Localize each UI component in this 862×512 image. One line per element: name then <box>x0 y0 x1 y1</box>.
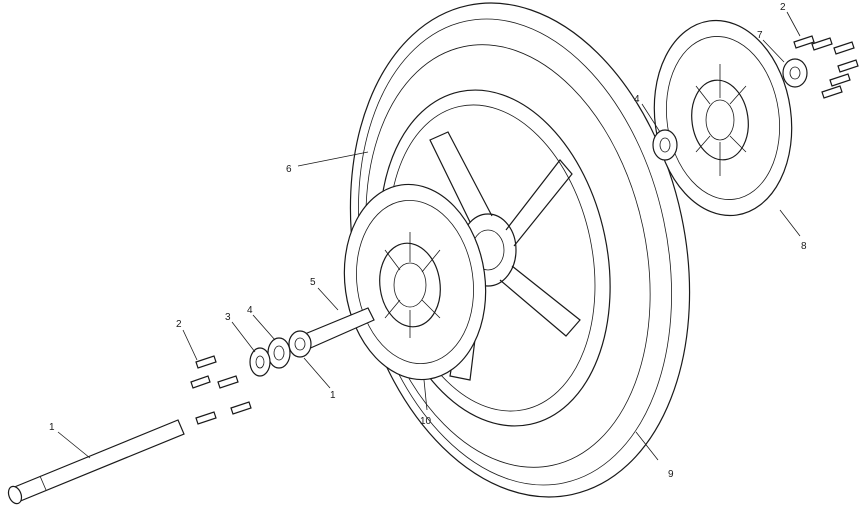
axle-nut <box>288 330 312 358</box>
callout-nut: 1 <box>330 390 336 401</box>
callouts: 1 2 3 4 5 6 7 8 9 10 1 4 2 <box>49 2 807 480</box>
callout-washer: 3 <box>225 312 231 323</box>
axle <box>7 419 185 505</box>
bearing-left <box>267 337 291 369</box>
leader-lines <box>57 11 801 461</box>
collar-right <box>782 58 808 88</box>
callout-spacer: 5 <box>310 277 316 288</box>
callout-bolts-left: 2 <box>176 319 182 330</box>
brake-disc-right <box>653 19 793 217</box>
callout-collar-right: 7 <box>757 30 763 41</box>
callout-tire: 6 <box>286 164 292 175</box>
wheel-rim <box>379 89 611 427</box>
callout-bolts-right: 2 <box>780 2 786 13</box>
callout-wheel: 9 <box>668 469 674 480</box>
disc-bolts-right <box>793 35 859 99</box>
disc-bolts-left <box>190 355 252 425</box>
brake-disc-left <box>343 183 487 381</box>
callout-bearing-right: 4 <box>634 94 640 105</box>
callout-bearing-left: 4 <box>247 305 253 316</box>
washer <box>249 347 271 377</box>
callout-disc-right: 8 <box>801 241 807 252</box>
callout-disc-left: 10 <box>420 416 432 427</box>
bearing-right <box>652 129 678 161</box>
callout-axle: 1 <box>49 422 55 433</box>
